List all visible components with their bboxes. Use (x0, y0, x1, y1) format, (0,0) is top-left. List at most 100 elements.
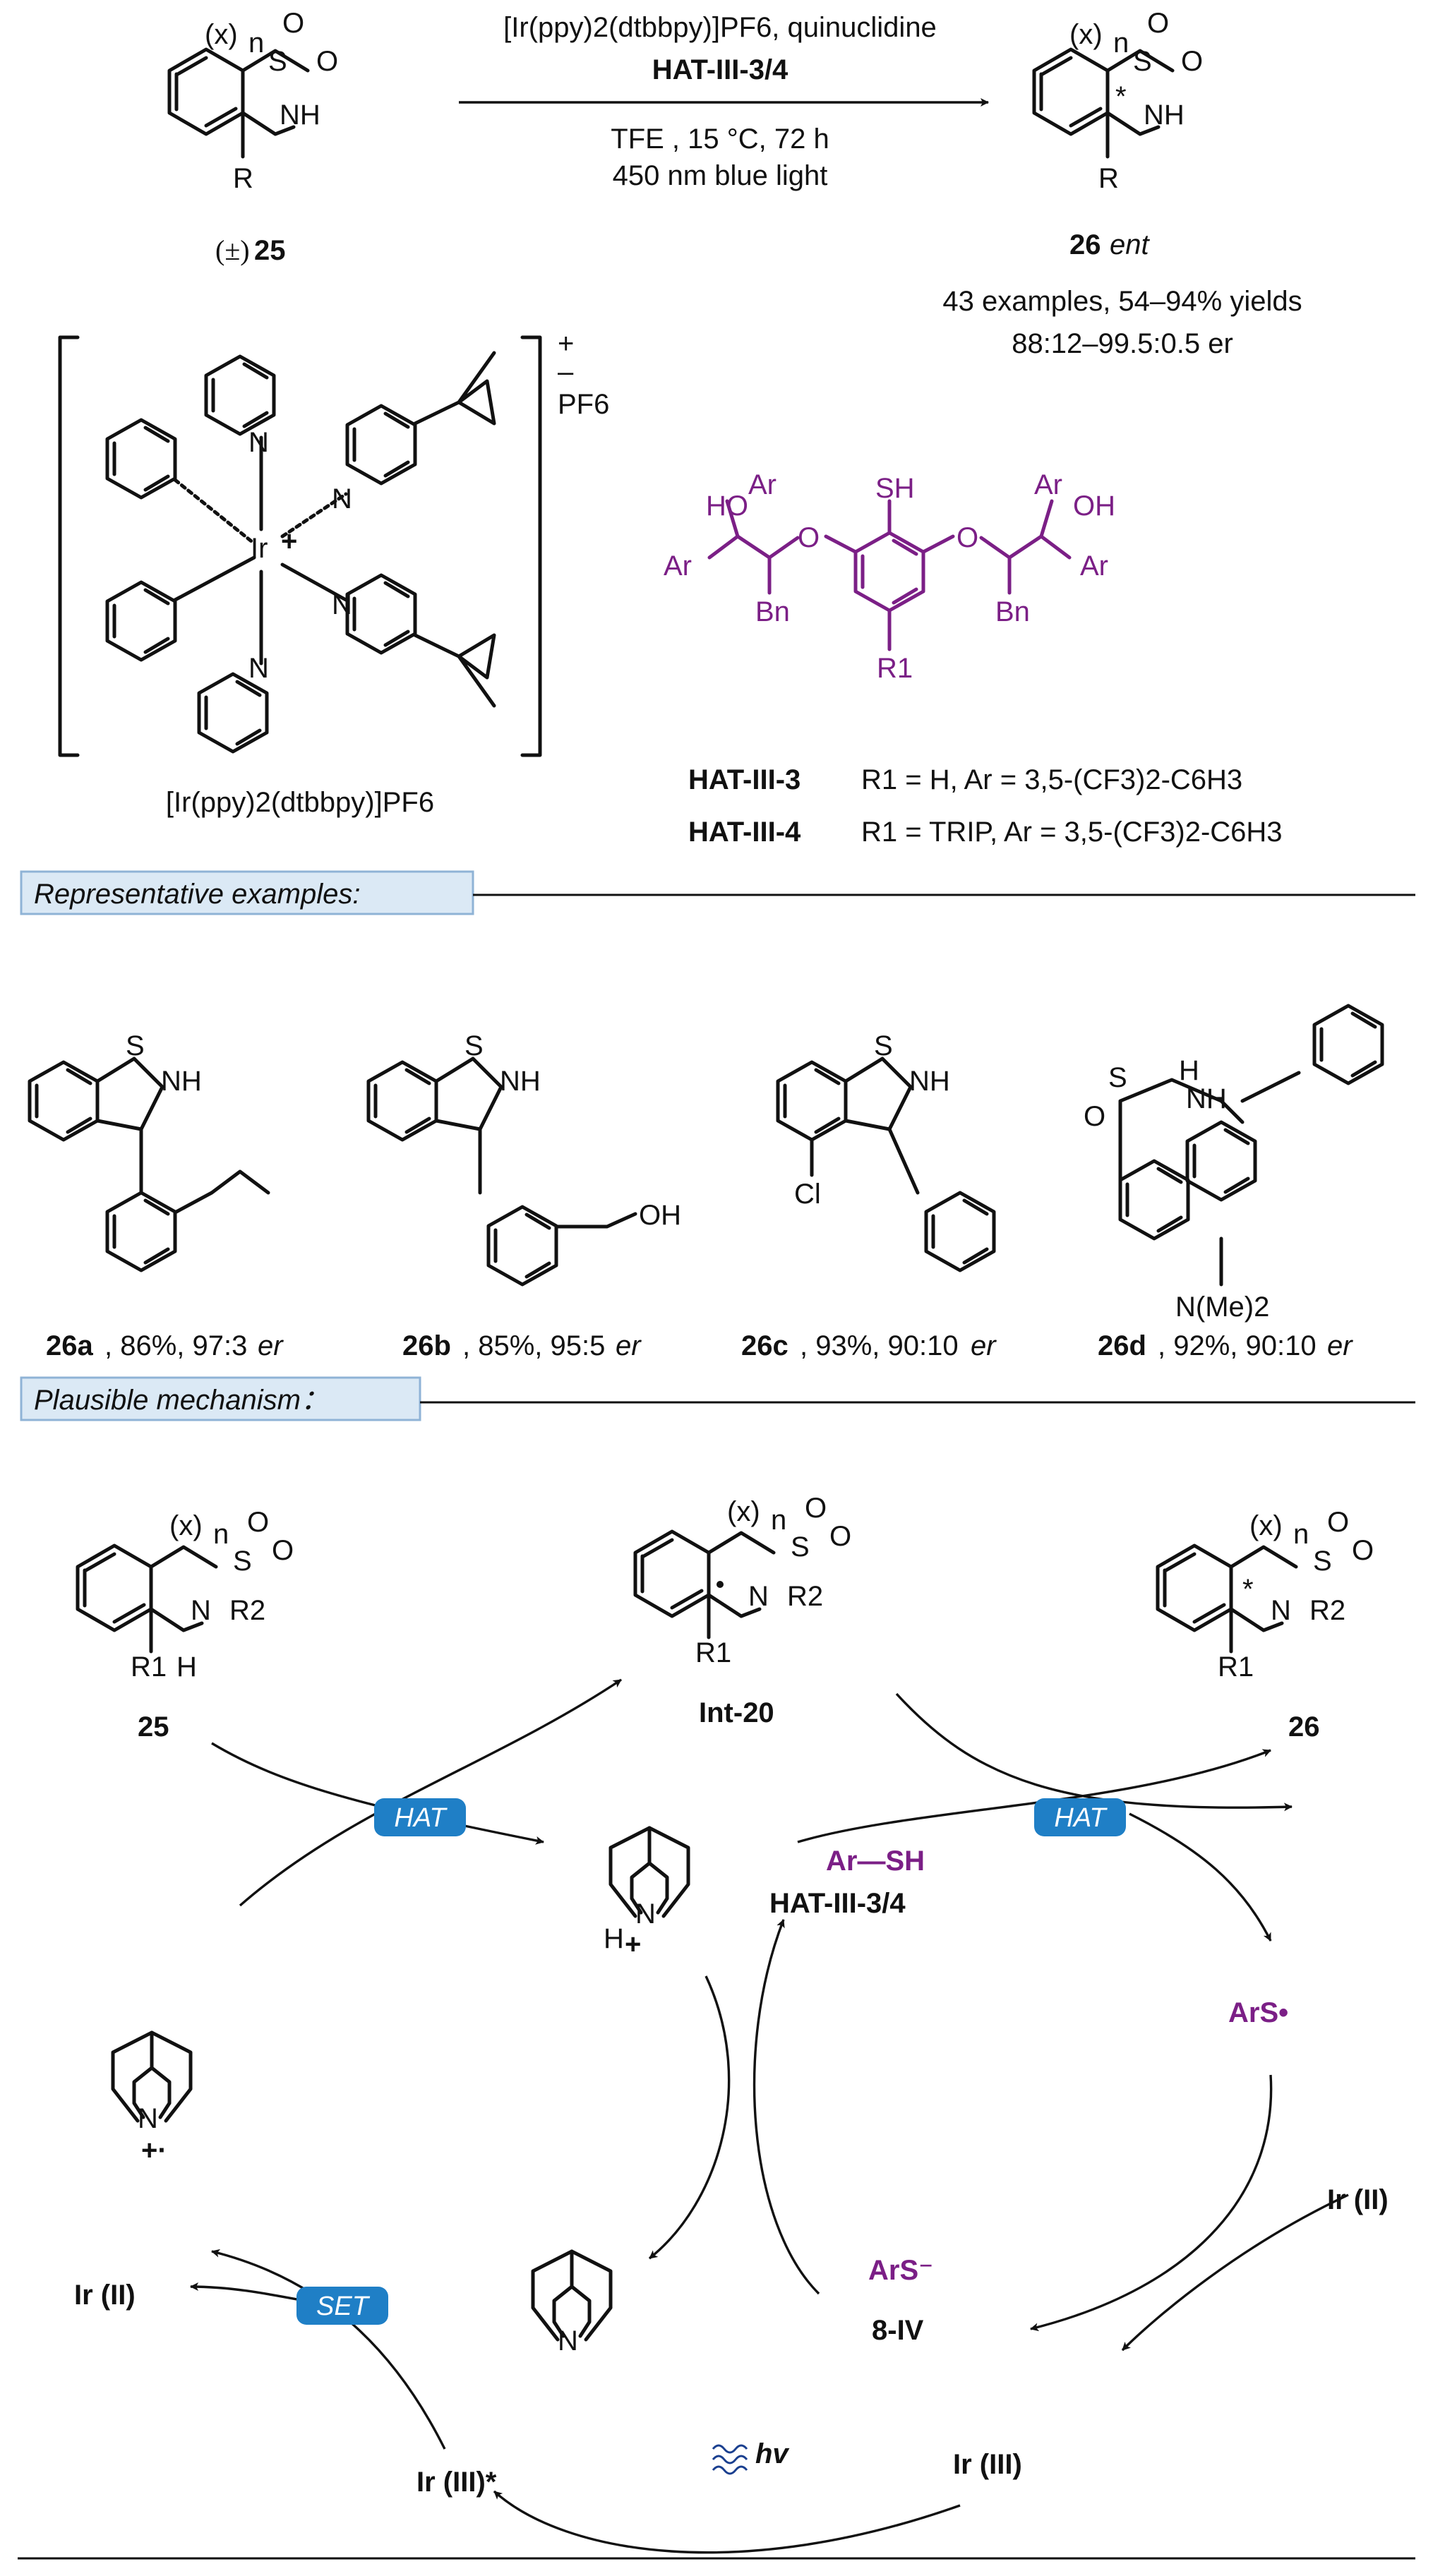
set-pill: SET (296, 2287, 388, 2325)
svg-text:er: er (1327, 1330, 1353, 1361)
svg-text:O: O (1084, 1101, 1105, 1132)
svg-text:ArS⁻: ArS⁻ (868, 2255, 933, 2286)
example-26b: S NH OH 26b , 85%, 95:5 er (368, 1030, 681, 1361)
svg-text:Bn: Bn (995, 596, 1030, 627)
svg-text:S: S (233, 1546, 252, 1577)
svg-text:er: er (616, 1330, 642, 1361)
section-representative-examples: Representative examples: (20, 870, 1415, 915)
svg-text:R: R (233, 163, 253, 194)
svg-text:O: O (1147, 8, 1169, 39)
svg-text:O: O (829, 1521, 851, 1552)
svg-text:NH: NH (1186, 1083, 1227, 1114)
svg-text:Int-20: Int-20 (699, 1697, 774, 1728)
svg-text:N: N (248, 653, 269, 684)
svg-text:450 nm blue light: 450 nm blue light (613, 160, 828, 191)
svg-text:HO: HO (706, 490, 748, 522)
svg-text:, 85%, 95:5: , 85%, 95:5 (462, 1330, 605, 1361)
mech-int-20: (x) n S O O N R2 R1 Int-20 (635, 1493, 851, 1728)
svg-text:N: N (138, 2103, 158, 2134)
svg-text:Ar: Ar (1080, 550, 1108, 582)
svg-text:Ar: Ar (748, 469, 777, 500)
starting-material-25: (x) n S O O NH R (±) 25 (169, 8, 338, 266)
quinuclidine: N (533, 2251, 611, 2357)
svg-text:(x): (x) (1249, 1510, 1283, 1541)
mechanism-arrows (190, 1678, 1349, 2554)
svg-text:R1: R1 (131, 1651, 167, 1683)
svg-text:NH: NH (161, 1066, 202, 1097)
hat-catalyst: SH O O HO Ar Ar Bn Ar OH Ar Bn R1 HAT-II… (664, 469, 1283, 848)
svg-text:n: n (213, 1519, 229, 1550)
svg-text:N: N (748, 1581, 769, 1612)
svg-text:HAT-III-4: HAT-III-4 (688, 817, 801, 848)
svg-text:O: O (1352, 1535, 1374, 1566)
light-wave-icon (712, 2444, 748, 2475)
reaction-conditions: [Ir(ppy)2(dtbbpy)]PF6, quinuclidine HAT-… (459, 12, 989, 191)
svg-text:n: n (1293, 1519, 1309, 1550)
svg-text:+: + (625, 1929, 641, 1960)
svg-text:NH: NH (500, 1066, 541, 1097)
svg-text:S: S (1313, 1546, 1332, 1577)
svg-text:Ir (II): Ir (II) (74, 2280, 136, 2311)
mech-25: (x) n S O O N R2 R1 H 25 (78, 1507, 294, 1743)
svg-text:26b: 26b (402, 1330, 451, 1361)
svg-text:N: N (1271, 1595, 1291, 1626)
svg-text:R1 = H, Ar = 3,5-(CF3)2-C6H3: R1 = H, Ar = 3,5-(CF3)2-C6H3 (861, 764, 1242, 795)
svg-text:N: N (635, 1898, 656, 1930)
svg-text:NH: NH (909, 1066, 950, 1097)
hat-pill-left: HAT (374, 1798, 466, 1836)
svg-text:(x): (x) (169, 1510, 203, 1541)
svg-text:S: S (464, 1030, 484, 1061)
svg-text:S: S (1133, 46, 1152, 77)
svg-text:Ir (III)*: Ir (III)* (416, 2467, 497, 2498)
svg-text:(x): (x) (1069, 19, 1103, 50)
svg-text:OH: OH (639, 1200, 681, 1231)
product-26-ent: (x) n S O O NH * R 26 ent 43 examples, 5… (942, 8, 1302, 359)
svg-text:, 92%, 90:10: , 92%, 90:10 (1158, 1330, 1317, 1361)
svg-text:er: er (258, 1330, 284, 1361)
svg-text:O: O (316, 46, 338, 77)
mechanism-labels: Ar—SH HAT-III-3/4 ArS• ArS⁻ 8-IV Ir (II)… (74, 1846, 1389, 2498)
svg-text:, 86%, 97:3: , 86%, 97:3 (104, 1330, 247, 1361)
section-plausible-mechanism: Plausible mechanism： (20, 1376, 1415, 1421)
svg-text:HAT: HAT (1054, 1803, 1108, 1833)
svg-text:43 examples, 54–94% yields: 43 examples, 54–94% yields (942, 286, 1302, 317)
svg-text:N: N (558, 2325, 578, 2357)
svg-text:OH: OH (1073, 490, 1115, 522)
svg-text:Ar: Ar (664, 550, 692, 582)
atom-x: (x) (205, 19, 238, 50)
svg-text:Ar: Ar (1034, 469, 1062, 500)
svg-text:88:12–99.5:0.5 er: 88:12–99.5:0.5 er (1012, 328, 1233, 359)
svg-text:NH: NH (1144, 100, 1185, 131)
svg-text:R2: R2 (787, 1581, 823, 1612)
svg-text:25: 25 (138, 1711, 169, 1743)
svg-text:R1: R1 (1218, 1651, 1254, 1683)
svg-text:N(Me)2: N(Me)2 (1175, 1292, 1269, 1323)
svg-text:, 93%, 90:10: , 93%, 90:10 (800, 1330, 959, 1361)
quinuclidinium: N H + (604, 1828, 688, 1960)
svg-text:HAT: HAT (394, 1803, 448, 1833)
svg-text:Cl: Cl (794, 1179, 821, 1210)
svg-text:SET: SET (316, 2292, 371, 2321)
svg-text:+: + (281, 526, 297, 557)
svg-text:(x): (x) (727, 1496, 760, 1527)
svg-text:R: R (1098, 163, 1119, 194)
svg-text:N: N (248, 427, 269, 458)
svg-text:Ar—SH: Ar—SH (826, 1846, 925, 1877)
svg-text:R2: R2 (1309, 1595, 1345, 1626)
svg-text:O: O (798, 522, 820, 553)
svg-text:Bn: Bn (755, 596, 790, 627)
svg-text:HAT-III-3: HAT-III-3 (688, 764, 801, 795)
svg-text:–: – (558, 356, 574, 387)
svg-text:*: * (1115, 81, 1127, 112)
svg-text:O: O (1181, 46, 1203, 77)
svg-text:Plausible mechanism：: Plausible mechanism： (34, 1385, 329, 1416)
svg-text:S: S (268, 46, 287, 77)
svg-text:NH: NH (280, 100, 320, 131)
svg-text:S: S (126, 1030, 145, 1061)
svg-text:TFE , 15 °C, 72 h: TFE , 15 °C, 72 h (611, 124, 829, 155)
svg-text:*: * (1242, 1574, 1254, 1605)
svg-text:hv: hv (755, 2438, 790, 2469)
svg-text:26c: 26c (741, 1330, 789, 1361)
sm-label-prefix: (±) (215, 234, 250, 266)
svg-text:Representative examples:: Representative examples: (34, 879, 360, 910)
